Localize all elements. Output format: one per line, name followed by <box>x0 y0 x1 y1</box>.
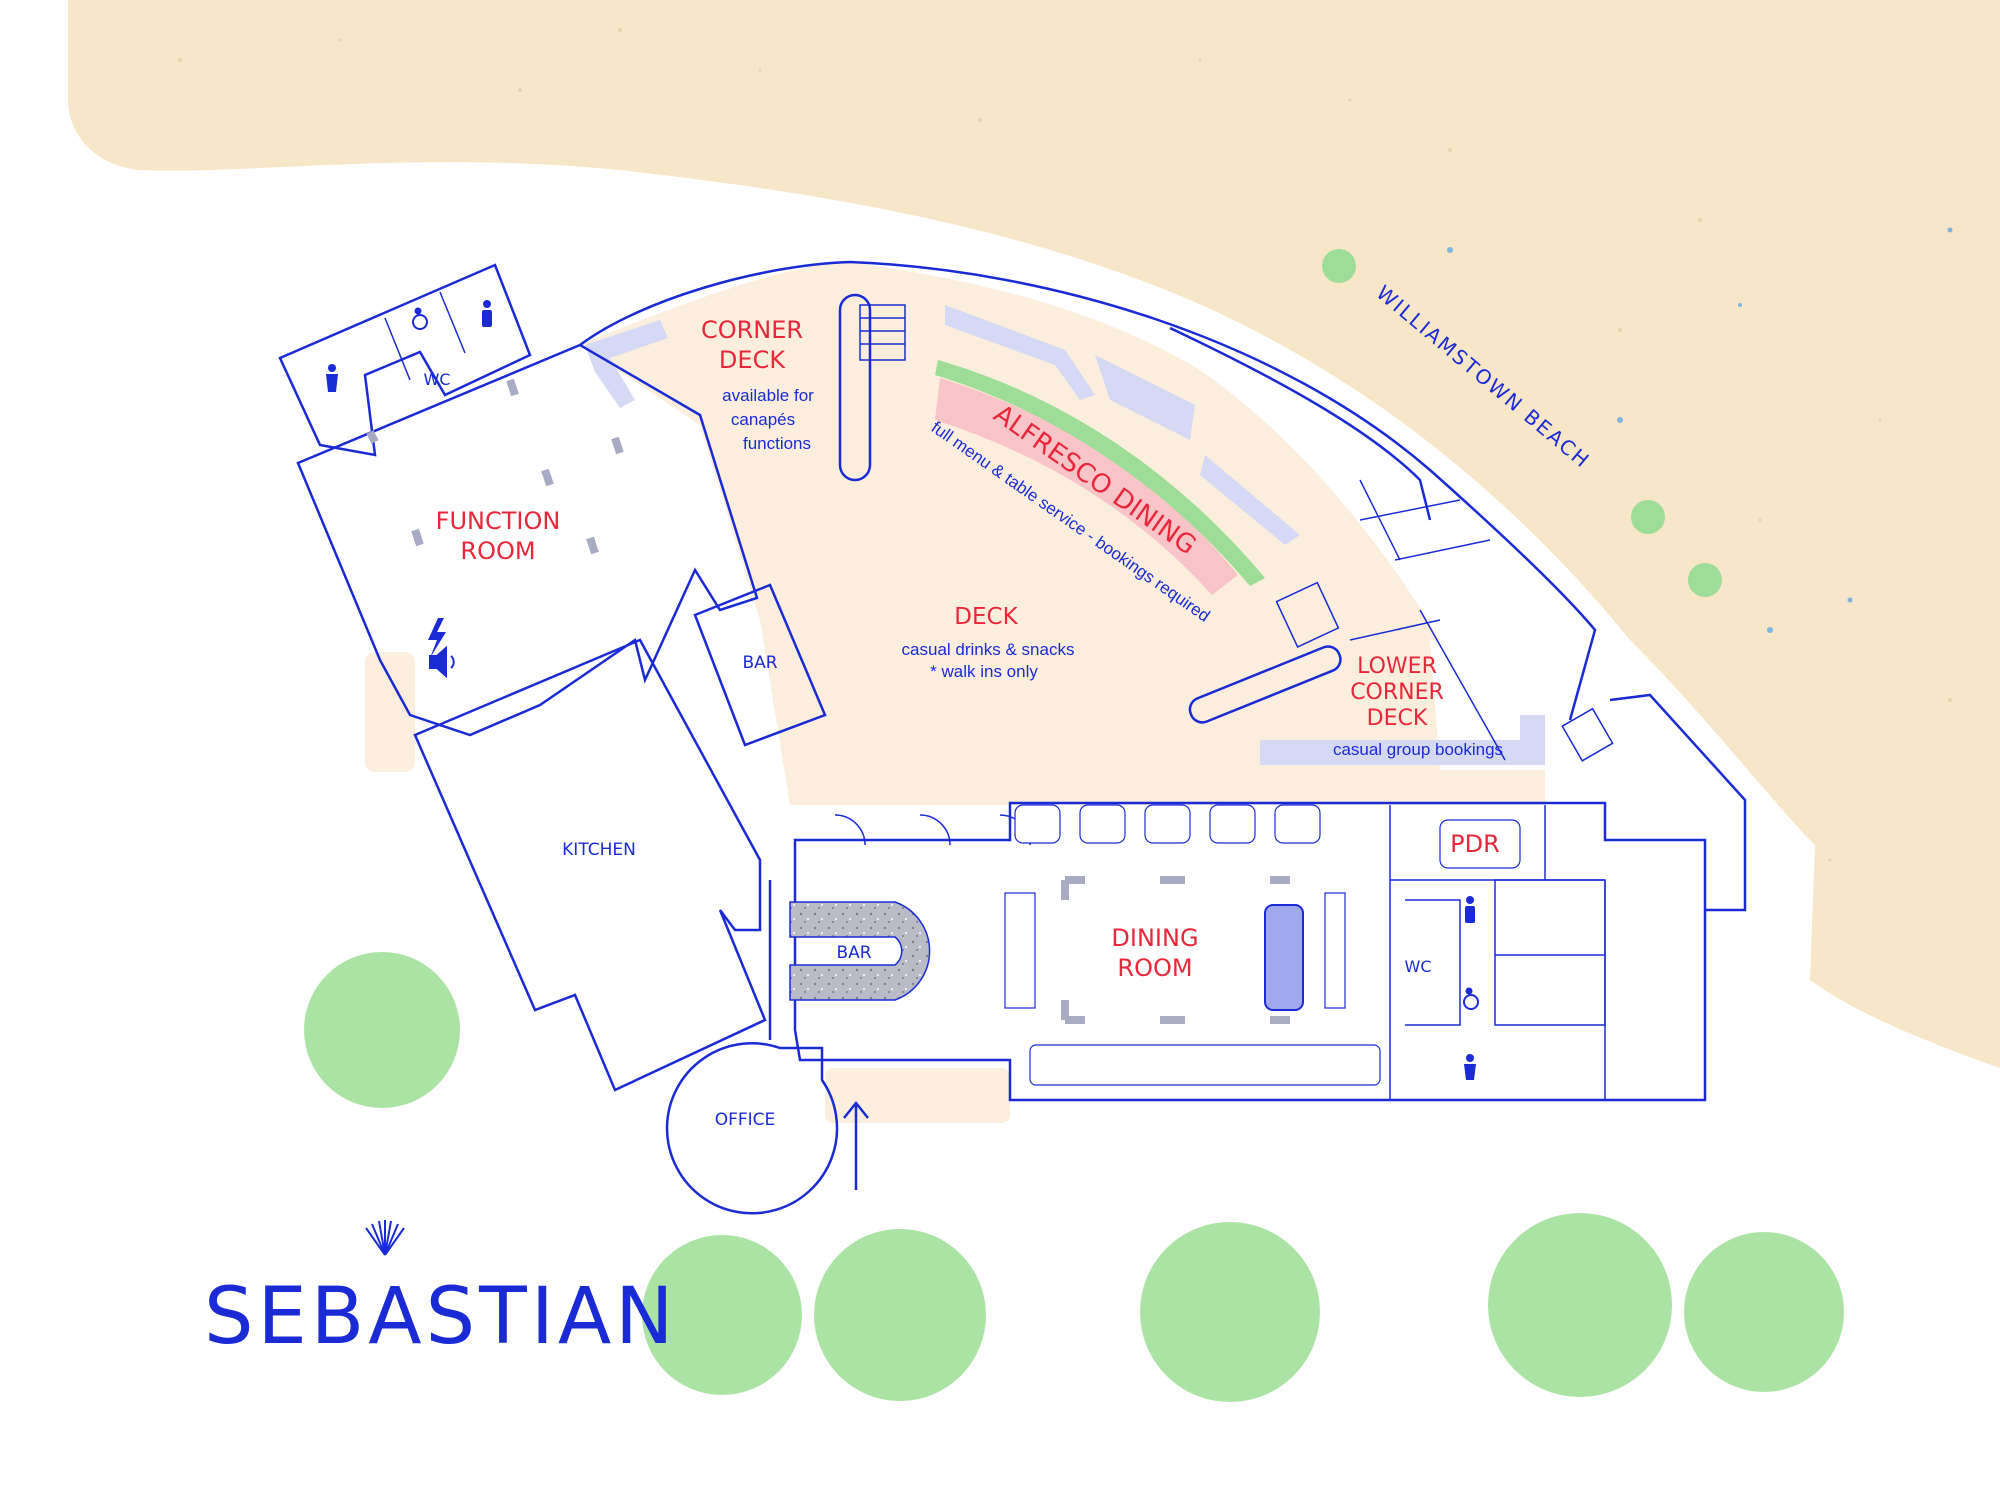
tree <box>1684 1232 1844 1392</box>
kitchen-label: KITCHEN <box>562 840 636 860</box>
water-specks <box>1447 227 1953 633</box>
sand-specks <box>178 28 1952 862</box>
alfresco-dining-zone <box>935 378 1238 595</box>
lower-corner-deck-note: casual group bookings <box>1333 740 1503 759</box>
tree <box>304 952 460 1108</box>
male-icon <box>1465 896 1475 923</box>
front-entry-patch <box>825 1068 1010 1123</box>
office-label: OFFICE <box>715 1110 776 1130</box>
female-icon <box>1464 1054 1476 1080</box>
bar-upper-label: BAR <box>742 653 777 673</box>
deck-area <box>580 262 1545 805</box>
entrance-arrow-icon <box>843 1100 869 1190</box>
male-icon <box>482 300 492 327</box>
trees <box>304 952 1844 1402</box>
deck-title: DECK <box>954 604 1018 630</box>
pdr-label: PDR <box>1450 830 1500 858</box>
brand-logo: SEBASTIAN <box>204 1272 678 1362</box>
function-room-dashes <box>366 378 1290 1024</box>
tree <box>1140 1222 1320 1402</box>
speaker-icon <box>429 645 455 679</box>
planter-strip <box>935 360 1265 586</box>
tree <box>642 1235 802 1395</box>
building-walls <box>278 260 1747 1215</box>
wc-right-label: WC <box>1405 957 1432 976</box>
deck-note: casual drinks & snacks* walk ins only <box>902 640 1075 681</box>
bar-lower-label: BAR <box>836 943 871 963</box>
banquettes <box>1004 804 1521 1086</box>
tree <box>1488 1213 1672 1397</box>
wc-top-label: WC <box>424 370 451 389</box>
accessible-icon <box>412 307 428 330</box>
beach-sand <box>68 0 2000 1068</box>
shell-logo-icon <box>365 1220 405 1256</box>
beach-shrubs <box>1322 249 1722 597</box>
bar-counter <box>789 901 931 1001</box>
tree <box>814 1229 986 1401</box>
west-entry-patch <box>365 652 415 772</box>
banquette-table <box>1264 904 1304 1011</box>
accessible-icon <box>1463 987 1479 1010</box>
female-icon <box>326 364 338 392</box>
power-icon <box>428 618 446 658</box>
deck-lavender-strips <box>585 305 1545 765</box>
